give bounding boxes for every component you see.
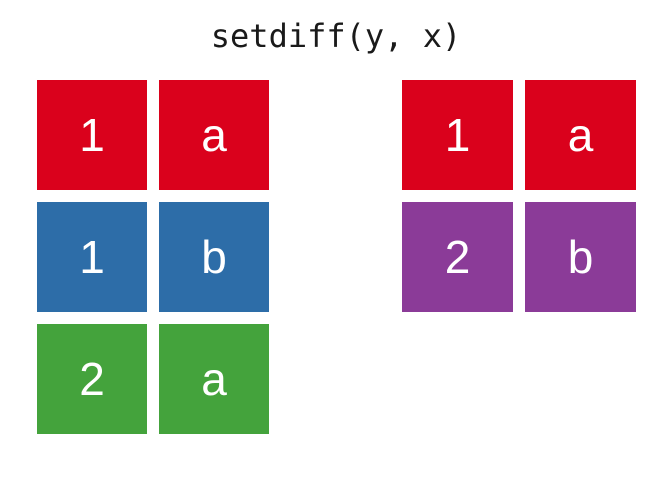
- diagram-title: setdiff(y, x): [210, 17, 462, 55]
- table-cell: 2: [37, 324, 147, 434]
- table-cell: 1: [402, 80, 513, 190]
- table-row: 1 a: [402, 80, 636, 190]
- table-cell: b: [525, 202, 636, 312]
- table-cell: 1: [37, 80, 147, 190]
- table-row: 2 a: [37, 324, 269, 434]
- table-cell: a: [159, 324, 269, 434]
- table-cell: 1: [37, 202, 147, 312]
- table-row: 1 a: [37, 80, 269, 190]
- table-cell: b: [159, 202, 269, 312]
- right-table: 1 a 2 b: [402, 80, 636, 312]
- table-cell: a: [159, 80, 269, 190]
- table-cell: 2: [402, 202, 513, 312]
- table-cell: a: [525, 80, 636, 190]
- table-row: 2 b: [402, 202, 636, 312]
- left-table: 1 a 1 b 2 a: [37, 80, 269, 434]
- table-row: 1 b: [37, 202, 269, 312]
